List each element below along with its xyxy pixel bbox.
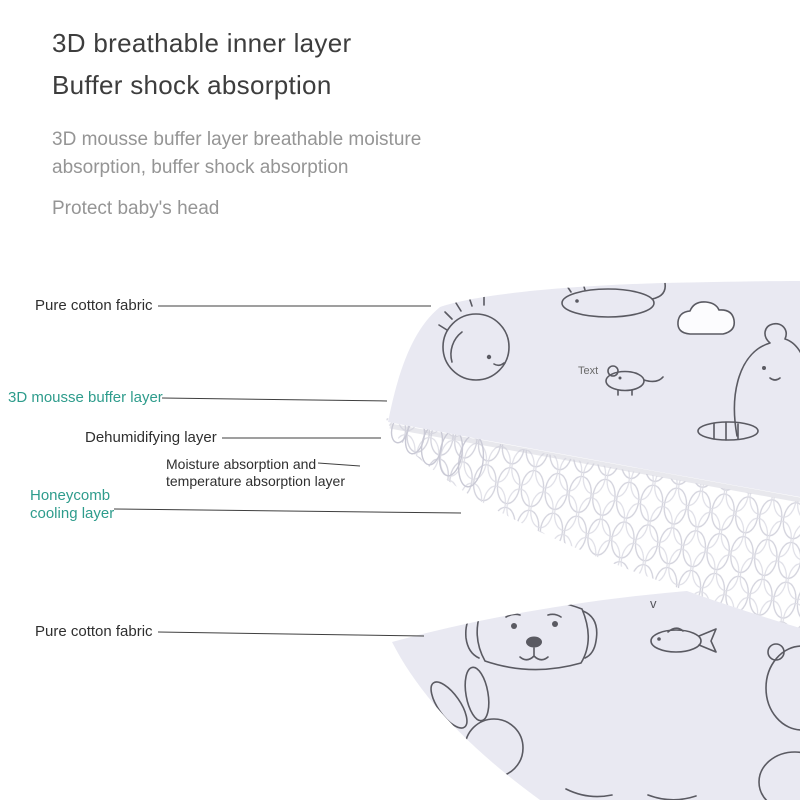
- callout-line-mousse-buffer: [161, 397, 388, 402]
- top-fabric-layer: [388, 281, 800, 497]
- mouse-text-label: Text: [578, 365, 598, 377]
- mouse-icon: [605, 365, 664, 396]
- label-moisture-absorption-layer: Moisture absorption and temperature abso…: [166, 456, 345, 489]
- label-dehumidifying-layer: Dehumidifying layer: [85, 429, 217, 446]
- squiggle-icon: [565, 788, 613, 798]
- fish-icon: [650, 627, 717, 653]
- check-mark-doodle: v: [650, 596, 657, 611]
- mousse-mesh-layer: [386, 414, 800, 628]
- top-fabric-doodles: Text: [438, 281, 800, 441]
- corner-doodle-icon: [758, 751, 800, 800]
- tagline: Protect baby's head: [52, 198, 220, 219]
- subtitle: 3D mousse buffer layer breathable moistu…: [52, 129, 422, 178]
- callout-lines: [113, 305, 462, 637]
- callout-line-pure-cotton-bottom: [157, 631, 425, 637]
- page-title-line-1: 3D breathable inner layer: [52, 28, 352, 58]
- cloud-icon: [677, 301, 736, 335]
- page-title-line-2: Buffer shock absorption: [52, 70, 332, 100]
- callout-line-moisture: [317, 462, 361, 467]
- callout-line-honeycomb: [113, 508, 462, 514]
- squirrel-icon: [697, 322, 800, 441]
- label-3d-mousse-buffer-layer: 3D mousse buffer layer: [8, 389, 163, 406]
- hedgehog-icon: [438, 295, 510, 381]
- label-pure-cotton-fabric-top: Pure cotton fabric: [35, 297, 153, 314]
- bear-icon: [765, 643, 800, 731]
- bottom-fabric-layer: [392, 584, 800, 800]
- label-honeycomb-cooling-layer: Honeycomb cooling layer: [30, 487, 115, 522]
- label-pure-cotton-fabric-bottom: Pure cotton fabric: [35, 623, 153, 640]
